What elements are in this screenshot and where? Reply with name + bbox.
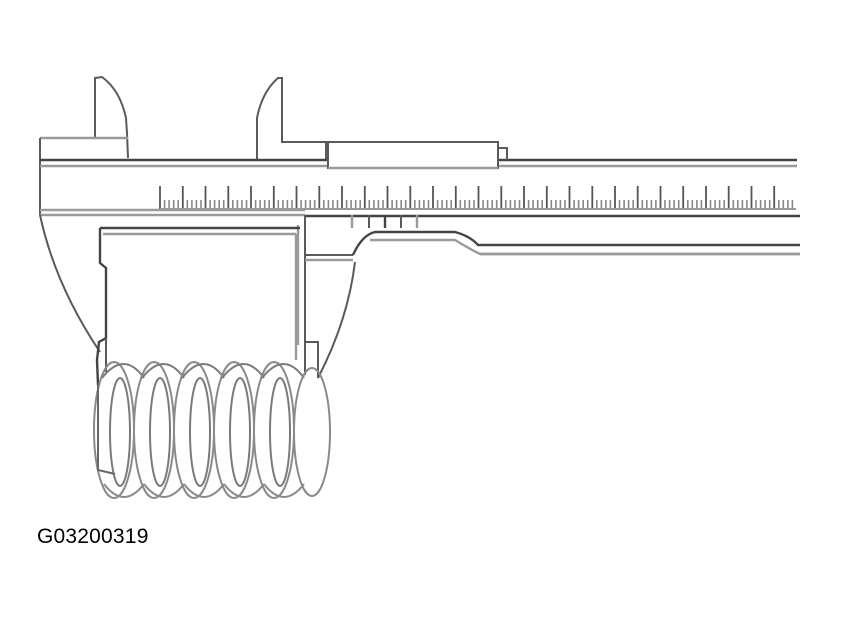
figure-id-label: G03200319 (37, 525, 149, 548)
locking-screw-housing (327, 141, 508, 170)
sliding-jaw (305, 261, 356, 379)
fixed-inside-jaw (94, 75, 129, 159)
vernier-ticks (350, 215, 419, 228)
sliding-jaw-body (296, 215, 800, 375)
main-scale-ticks (159, 186, 796, 210)
sliding-inside-jaw (256, 77, 327, 160)
fixed-jaw (39, 214, 300, 386)
coil-spring (93, 361, 331, 499)
